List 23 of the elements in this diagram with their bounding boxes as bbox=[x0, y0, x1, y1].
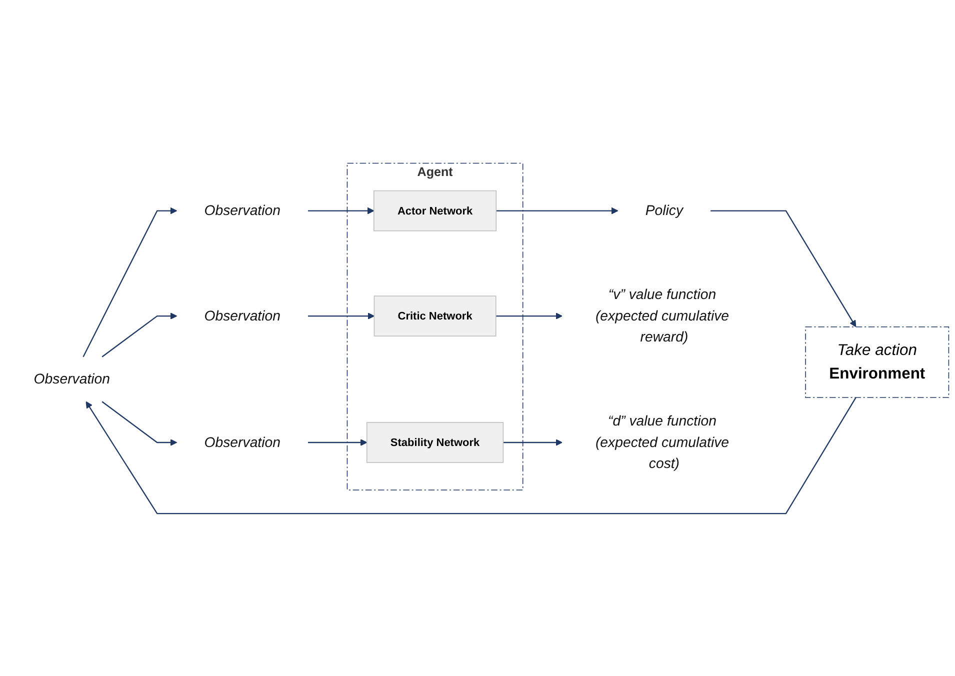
arrow bbox=[308, 438, 368, 446]
node-text: “v” value function (expected cumulative reward) bbox=[595, 286, 730, 344]
arrow bbox=[102, 400, 178, 446]
arrow bbox=[102, 312, 178, 357]
arrow bbox=[86, 396, 856, 514]
node-text: Observation bbox=[204, 307, 280, 324]
node-box bbox=[366, 422, 504, 462]
arrow bbox=[496, 206, 618, 214]
arrow bbox=[82, 206, 178, 357]
node-text: Observation bbox=[204, 434, 280, 450]
arrow bbox=[308, 312, 375, 320]
arrow bbox=[503, 438, 562, 446]
node-text: Observation bbox=[34, 370, 110, 386]
arrow bbox=[308, 206, 374, 214]
node-box bbox=[805, 326, 950, 398]
node-text: “d” value function (expected cumulative cost) bbox=[595, 412, 730, 471]
node-box bbox=[374, 295, 496, 336]
node-text: Policy bbox=[645, 202, 684, 218]
cluster bbox=[346, 162, 524, 490]
arrow bbox=[496, 312, 562, 320]
node-text: Observation bbox=[204, 202, 280, 218]
node-box bbox=[374, 190, 497, 231]
arrow bbox=[710, 210, 856, 327]
